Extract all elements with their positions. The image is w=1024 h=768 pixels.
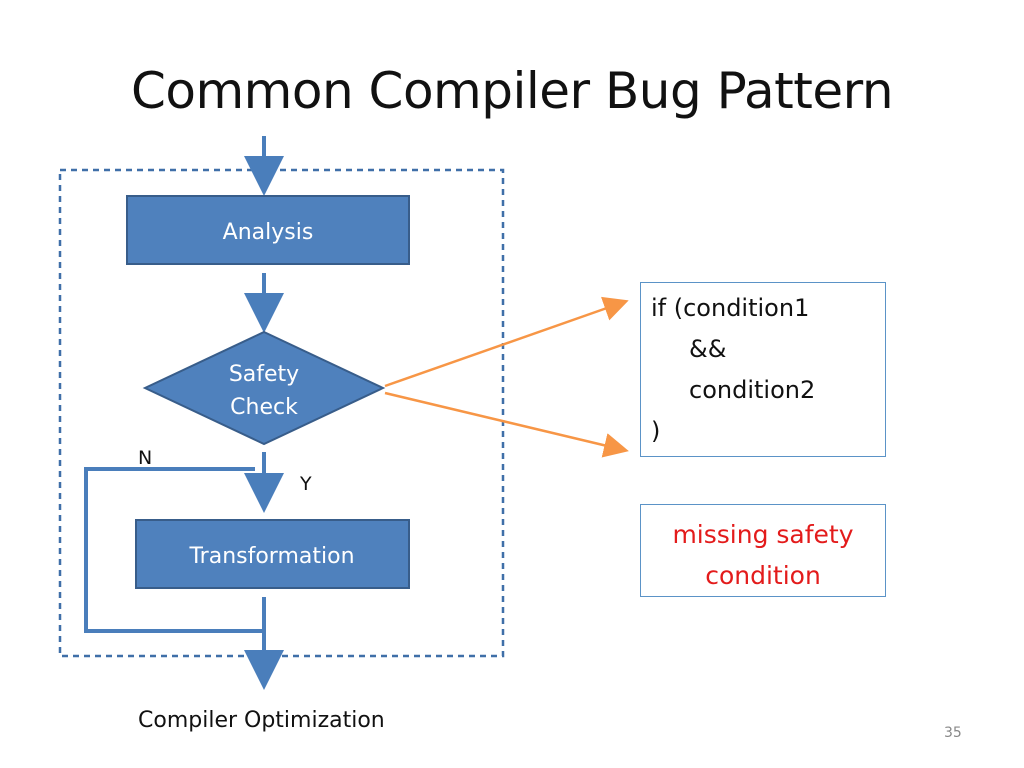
no-branch-label: N	[138, 447, 152, 469]
slide-title: Common Compiler Bug Pattern	[130, 62, 894, 120]
code-line-3: condition2	[689, 376, 816, 404]
analysis-label: Analysis	[223, 220, 314, 245]
page-number: 35	[944, 725, 962, 741]
safety-check-node: Safety Check	[142, 330, 386, 446]
code-line-4: )	[651, 417, 661, 445]
condition-code-box: if (condition1 && condition2 )	[640, 282, 886, 457]
analysis-node: Analysis	[126, 195, 410, 265]
safety-check-label-line2: Check	[230, 395, 298, 420]
callout-arrow-upper	[384, 296, 629, 388]
callout-arrow-lower	[384, 391, 629, 458]
no-branch-bypass-line	[84, 467, 264, 633]
transformation-node: Transformation	[135, 519, 410, 589]
compiler-optimization-label: Compiler Optimization	[138, 708, 385, 733]
transformation-label: Transformation	[188, 544, 354, 569]
yes-branch-label: Y	[299, 473, 312, 495]
note-line-2: condition	[705, 561, 821, 590]
safety-check-label-line1: Safety	[229, 362, 299, 387]
note-line-1: missing safety	[672, 520, 854, 549]
code-line-1: if (condition1	[651, 294, 810, 322]
code-line-2: &&	[689, 335, 727, 363]
missing-condition-note: missing safety condition	[640, 504, 886, 597]
